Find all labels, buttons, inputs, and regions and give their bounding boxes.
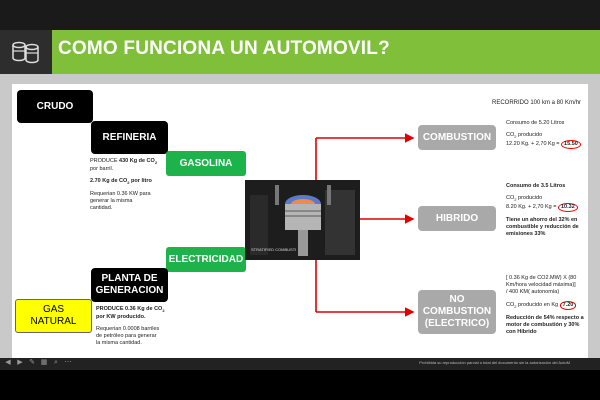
- page-title: COMO FUNCIONA UN AUTOMOVIL?: [58, 38, 390, 59]
- presentation-controls[interactable]: ◀ ▶ ✎ ▦ ⌕ ⋯: [4, 359, 72, 367]
- header-bar: [0, 30, 600, 74]
- box-combustion: COMBUSTION: [418, 125, 496, 150]
- combustion-notes: Consumo de 5.20 Litros CO2 producido 12.…: [506, 120, 591, 150]
- planta-notes: PRODUCE 0.36 Kg de CO2 por KW producido.…: [96, 306, 165, 347]
- recorrido-label: RECORRIDO 100 km a 80 Km/hr: [492, 100, 582, 106]
- engine-caption: STRATIFIED COMBUSTI: [251, 247, 297, 252]
- top-strip: [0, 0, 600, 30]
- electrico-notes: [ 0.36 Kg de CO2.MW) X (80 Km/hora veloc…: [506, 275, 584, 336]
- zoom-icon[interactable]: ⌕: [54, 359, 58, 366]
- electrico-co2-value: 7.20: [559, 301, 577, 310]
- hibrido-notes: Consumo de 3.5 Litros CO2 producido 8.20…: [506, 183, 579, 238]
- hibrido-co2-value: 10.32: [557, 203, 578, 213]
- slides-grid-icon[interactable]: ▦: [40, 359, 48, 366]
- box-gasolina: GASOLINA: [166, 151, 246, 176]
- box-refineria: REFINERIA: [91, 121, 168, 154]
- presentation-toolbar: [0, 358, 600, 370]
- footer-notice: Prohibida su reproducción parcial o tota…: [419, 360, 570, 365]
- combustion-co2-value: 15.50: [561, 140, 581, 150]
- engine-image: STRATIFIED COMBUSTI: [245, 180, 360, 260]
- barrels-icon: [0, 30, 52, 74]
- bottom-black-bar: [0, 370, 600, 400]
- refineria-notes: PRODUCE 430 Kg de CO2 por barril. 2.70 K…: [90, 158, 158, 212]
- box-electricidad: ELECTRICIDAD: [166, 247, 246, 272]
- prev-slide-icon[interactable]: ◀: [5, 359, 11, 366]
- pen-icon[interactable]: ✎: [29, 359, 35, 366]
- more-options-icon[interactable]: ⋯: [64, 359, 72, 366]
- box-hibrido: HIBRIDO: [418, 206, 496, 231]
- box-crudo: CRUDO: [17, 90, 93, 123]
- next-slide-icon[interactable]: ▶: [17, 359, 23, 366]
